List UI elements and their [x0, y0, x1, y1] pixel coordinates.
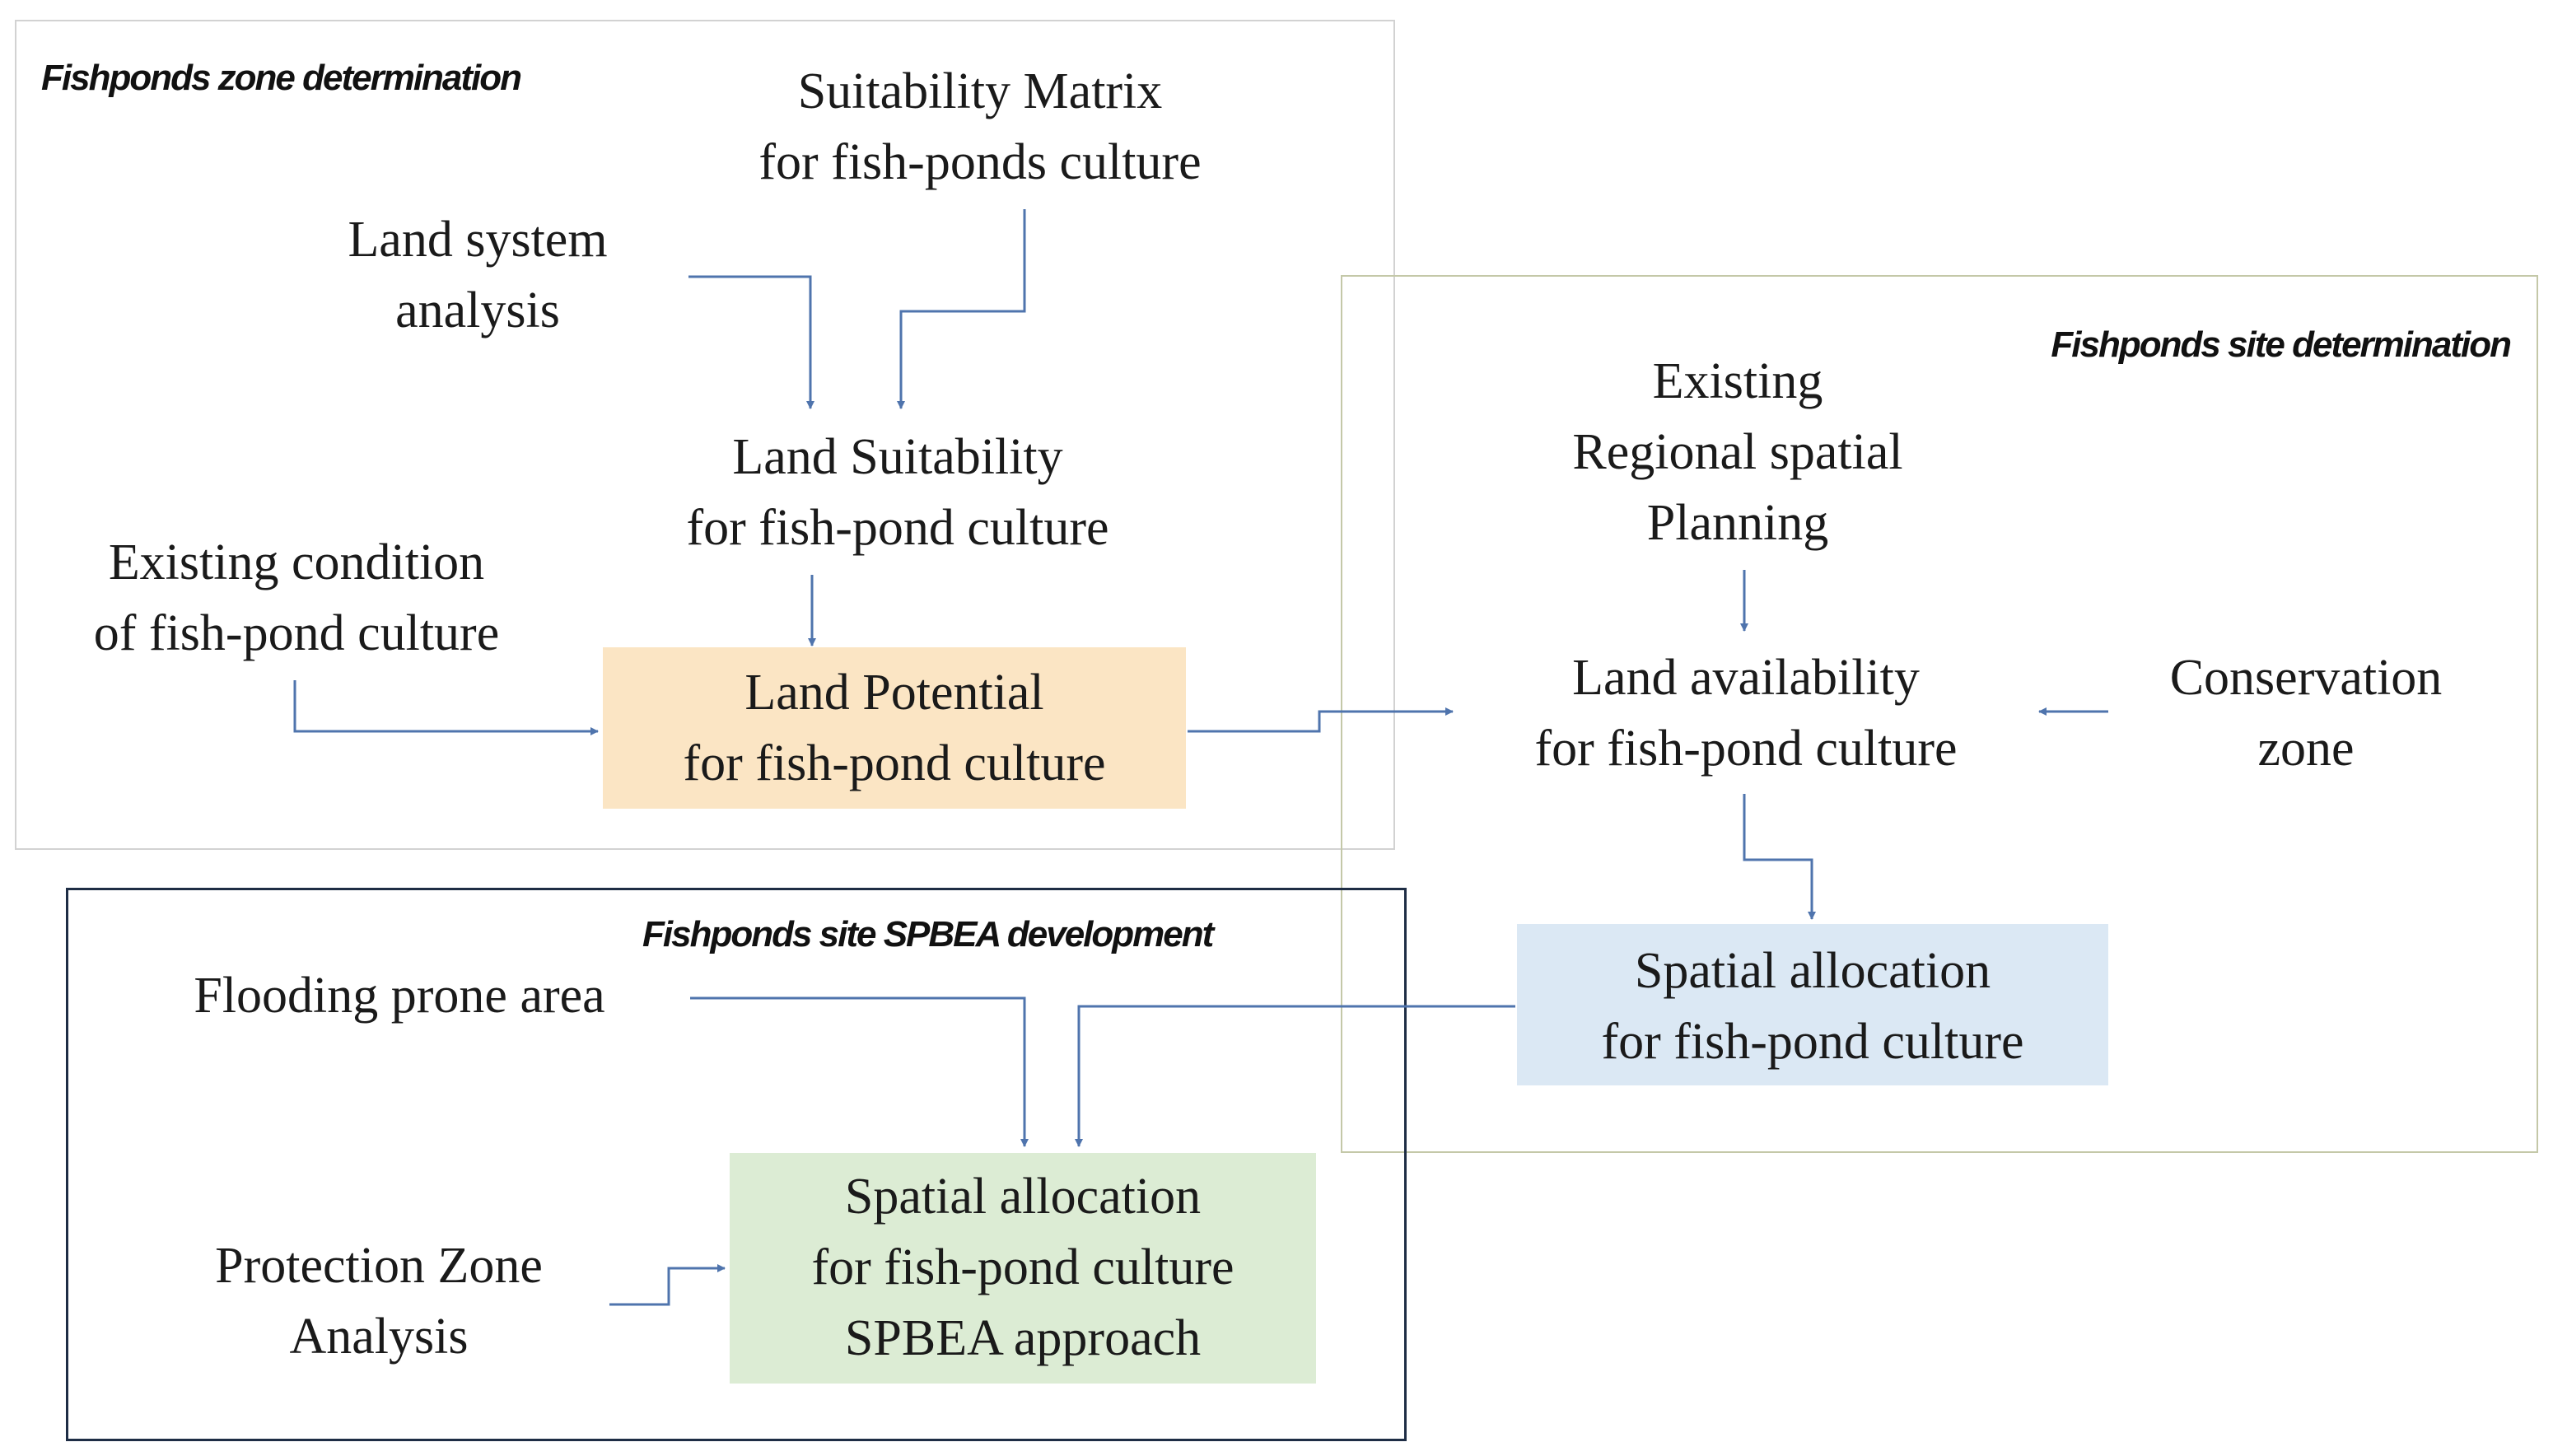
flooding-prone-line-1: Flooding prone area — [194, 968, 605, 1024]
zone-determination-frame — [15, 20, 1395, 850]
land-system-line-1: Land system — [348, 212, 608, 268]
existing-rsp-line-2: Regional spatial — [1572, 424, 1903, 480]
spatial-allocation-line-1: Spatial allocation — [1634, 943, 1991, 999]
spatial-allocation-line-2: for fish-pond culture — [1601, 1014, 2024, 1070]
arrow-protection-to-spbea — [609, 1264, 726, 1306]
land-potential-box — [603, 647, 1186, 809]
site-determination-frame — [1341, 275, 2538, 1153]
existing-condition-node: Existing condition of fish-pond culture — [33, 527, 560, 669]
suitability-matrix-line-1: Suitability Matrix — [797, 63, 1163, 119]
land-availability-line-2: for fish-pond culture — [1534, 721, 1958, 777]
existing-rsp-line-3: Planning — [1646, 495, 1829, 551]
land-system-line-2: analysis — [395, 282, 560, 338]
suitability-matrix-node: Suitability Matrix for fish-ponds cultur… — [741, 56, 1219, 198]
spbea-allocation-node: Spatial allocation for fish-pond culture… — [730, 1161, 1316, 1374]
existing-rsp-node: Existing Regional spatial Planning — [1507, 346, 1968, 558]
conservation-zone-line-1: Conservation — [2169, 650, 2443, 706]
spatial-allocation-node: Spatial allocation for fish-pond culture — [1517, 936, 2108, 1077]
land-potential-line-2: for fish-pond culture — [683, 735, 1106, 791]
land-availability-node: Land availability for fish-pond culture — [1466, 642, 2026, 784]
land-potential-node: Land Potential for fish-pond culture — [603, 657, 1186, 799]
spbea-allocation-line-2: for fish-pond culture — [811, 1239, 1234, 1295]
protection-zone-line-2: Analysis — [289, 1309, 469, 1365]
land-system-node: Land system analysis — [313, 204, 642, 346]
conservation-zone-node: Conservation zone — [2117, 642, 2495, 784]
spatial-allocation-box — [1517, 924, 2108, 1085]
existing-condition-line-1: Existing condition — [108, 534, 485, 590]
flooding-prone-node: Flooding prone area — [124, 960, 675, 1031]
protection-zone-line-1: Protection Zone — [215, 1238, 543, 1294]
zone-determination-title: Fishponds zone determination — [41, 58, 522, 98]
arrow-allocation-to-spbea — [1075, 1005, 1515, 1147]
land-potential-line-1: Land Potential — [744, 665, 1044, 721]
existing-rsp-line-1: Existing — [1652, 353, 1823, 409]
spbea-allocation-line-3: SPBEA approach — [844, 1310, 1202, 1366]
existing-condition-line-2: of fish-pond culture — [93, 605, 500, 661]
land-suitability-node: Land Suitability for fish-pond culture — [642, 422, 1153, 563]
arrow-matrix-to-suitability — [897, 209, 1026, 409]
conservation-zone-line-2: zone — [2257, 721, 2355, 777]
site-determination-title: Fishponds site determination — [2051, 324, 2512, 365]
spbea-allocation-box — [730, 1153, 1316, 1384]
arrow-condition-to-potential — [293, 680, 599, 735]
spbea-development-frame — [66, 888, 1407, 1441]
protection-zone-node: Protection Zone Analysis — [140, 1230, 618, 1372]
spbea-allocation-line-1: Spatial allocation — [844, 1169, 1202, 1225]
arrow-land-system-to-suitability — [688, 275, 814, 409]
land-availability-line-1: Land availability — [1572, 650, 1920, 706]
arrow-potential-to-availability — [1188, 707, 1454, 733]
arrow-flooding-to-spbea — [690, 996, 1029, 1147]
land-suitability-line-1: Land Suitability — [732, 429, 1063, 485]
land-suitability-line-2: for fish-pond culture — [686, 500, 1109, 556]
suitability-matrix-line-2: for fish-ponds culture — [758, 134, 1202, 190]
spbea-development-title: Fishponds site SPBEA development — [642, 914, 1214, 954]
arrow-availability-to-allocation — [1743, 794, 1816, 920]
